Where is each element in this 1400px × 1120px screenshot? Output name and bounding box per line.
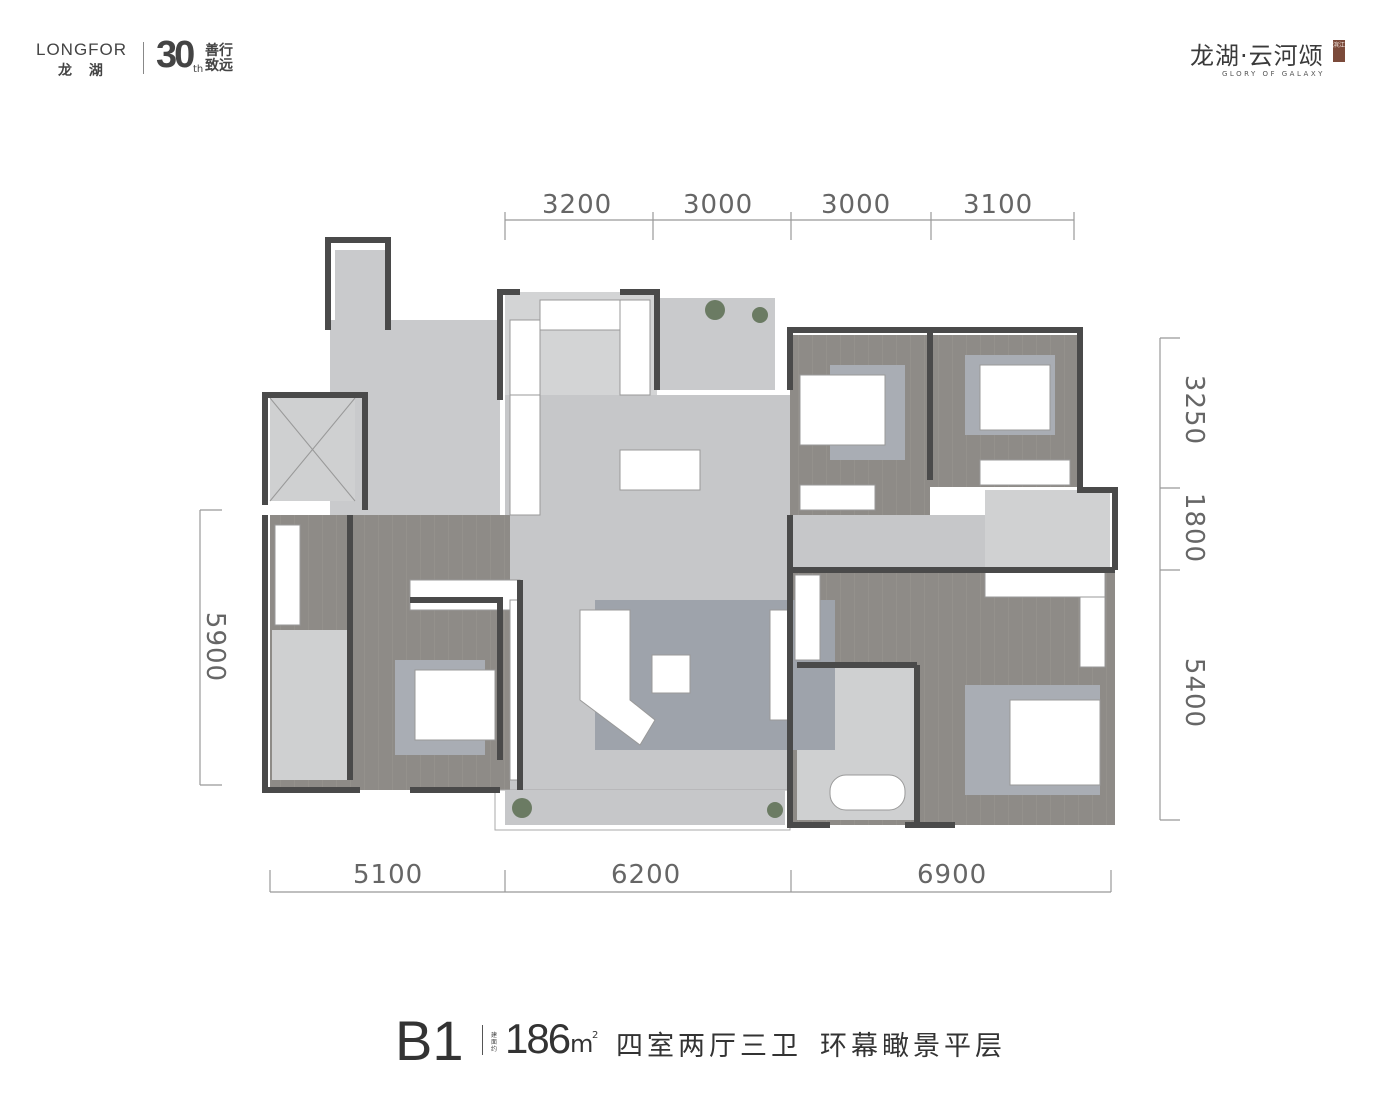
- bathroom-north: [985, 490, 1110, 570]
- dim-right-2: 1800: [1179, 492, 1210, 564]
- unit-feature: 环幕瞰景平层: [820, 1031, 1006, 1062]
- stairwell: [335, 250, 385, 325]
- bathroom-west: [272, 630, 347, 780]
- sofa: [579, 609, 656, 746]
- coffee-table: [651, 654, 691, 694]
- dim-top-4: 3100: [963, 190, 1034, 220]
- project-name-en: GLORY OF GALAXY: [1222, 70, 1325, 78]
- logo-divider: [143, 42, 144, 74]
- title-divider: [482, 1025, 483, 1055]
- dining-table: [619, 449, 701, 491]
- plants: [512, 300, 783, 818]
- project-name: 龙湖·云河颂: [1190, 42, 1324, 70]
- bed-north-2: [979, 364, 1051, 431]
- dim-top-1: 3200: [542, 190, 613, 220]
- dim-left-1: 5900: [200, 611, 231, 683]
- dim-bottom-3: 6900: [917, 860, 988, 890]
- area-unit-sup: 2: [592, 1030, 599, 1041]
- anniversary-number: 30: [156, 34, 195, 76]
- bed-north-1: [799, 374, 886, 446]
- unit-area: 186: [505, 1015, 571, 1062]
- dim-right-3: 5400: [1179, 657, 1210, 729]
- master-bed: [1009, 699, 1101, 786]
- unit-layout: 四室两厅三卫: [616, 1031, 802, 1062]
- bed-west: [414, 669, 496, 741]
- longfor-logo-text: LONGFOR: [36, 40, 128, 59]
- dim-top-2: 3000: [683, 190, 754, 220]
- bathtub: [829, 774, 906, 811]
- project-seal: 滨江: [1333, 40, 1345, 62]
- unit-type: B1: [395, 1009, 464, 1072]
- walls: [262, 237, 1118, 828]
- entry-hall: [330, 320, 500, 515]
- dimension-lines: [199, 212, 1180, 893]
- dim-right-1: 3250: [1179, 374, 1210, 446]
- area-unit: m: [570, 1030, 594, 1058]
- dim-bottom-2: 6200: [611, 860, 682, 890]
- fixtures: [269, 299, 1106, 811]
- dim-top-3: 3000: [821, 190, 892, 220]
- dim-bottom-1: 5100: [353, 860, 424, 890]
- anniversary-suffix: th: [193, 64, 204, 75]
- longfor-logo-cn: 龙 湖: [58, 63, 109, 79]
- anniversary-slogan: 善行致远: [205, 43, 233, 74]
- area-label: 建面约: [491, 1032, 498, 1053]
